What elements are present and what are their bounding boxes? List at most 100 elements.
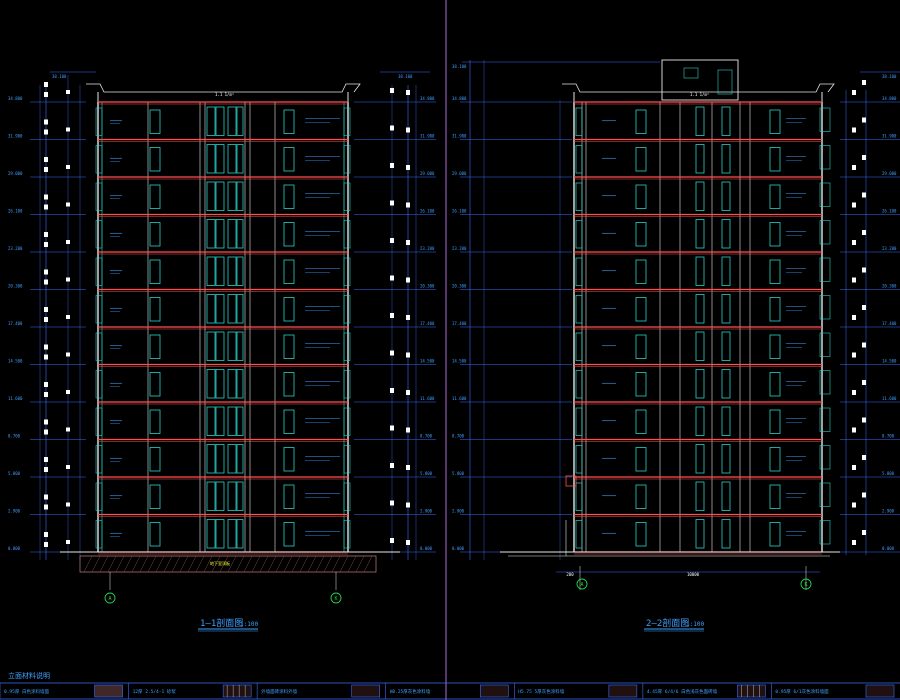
window-mark — [406, 240, 410, 245]
window-mark — [390, 163, 394, 168]
door — [236, 519, 244, 549]
door — [215, 144, 225, 174]
elevation-label: 11.600 — [420, 396, 435, 401]
elevation-label: 34.800 — [8, 96, 23, 101]
balcony-window — [819, 182, 831, 207]
legend-item-label: H5.75 5厚灰色涂料墙 — [518, 688, 564, 695]
elevation-label: 14.500 — [8, 359, 23, 364]
hatch-line — [283, 555, 293, 573]
door — [695, 406, 705, 436]
window-mark — [44, 157, 48, 162]
window — [149, 372, 161, 397]
balcony-window — [95, 257, 103, 286]
door — [721, 481, 731, 511]
balcony-window — [819, 295, 831, 320]
window — [635, 522, 647, 547]
stair-window — [575, 257, 583, 286]
elevation-label: 14.500 — [882, 359, 897, 364]
legend-swatch — [351, 684, 381, 698]
elevation-label: 5.800 — [420, 471, 433, 476]
window-mark — [852, 315, 856, 320]
balcony-window — [95, 182, 103, 211]
window — [769, 447, 781, 472]
window-mark — [66, 202, 70, 207]
hatch-line — [91, 555, 101, 573]
window-mark — [390, 200, 394, 206]
elevation-label: 17.400 — [452, 321, 467, 326]
section-2-2-title-block: 2—2剖面图 1:100 — [644, 617, 704, 632]
elevation-label: 14.500 — [420, 359, 435, 364]
roof-label: 1.1 1/m² — [690, 92, 709, 97]
elevation-label: 26.100 — [8, 209, 23, 214]
axis-label: A — [108, 596, 111, 602]
hatch-line — [203, 555, 213, 573]
hatch-line — [99, 555, 109, 573]
elevation-label: 31.900 — [882, 134, 897, 139]
elevation-label: 26.100 — [452, 209, 467, 214]
elevation-label: 11.600 — [882, 396, 897, 401]
door — [206, 144, 216, 174]
elevation-label: 29.000 — [882, 171, 897, 176]
door — [206, 256, 216, 286]
section-1-1-scale: 1:100 — [240, 621, 258, 628]
balcony-window — [343, 332, 351, 361]
window-mark — [852, 277, 856, 283]
hatch-line — [259, 555, 269, 573]
door — [695, 106, 705, 136]
balcony-window — [819, 332, 831, 357]
door — [227, 181, 237, 211]
window-mark — [44, 392, 48, 397]
balcony-window — [95, 145, 103, 174]
window-mark — [44, 307, 48, 312]
window-mark — [862, 455, 866, 460]
balcony-window — [95, 370, 103, 399]
window-mark — [406, 352, 410, 358]
stair-window — [575, 370, 583, 399]
window-mark — [44, 167, 48, 172]
window-mark — [852, 540, 856, 545]
window-mark — [852, 465, 856, 470]
window — [635, 259, 647, 284]
hatch-line — [315, 555, 325, 573]
balcony-window — [819, 107, 831, 132]
elevation-label: 20.300 — [8, 284, 23, 289]
door — [215, 519, 225, 549]
door — [236, 294, 244, 324]
window-mark — [44, 354, 48, 360]
legend-item-label: 0.95厚 6/1灰色涂料墙面 — [775, 688, 829, 695]
elevation-label: 2.900 — [8, 509, 21, 514]
window — [149, 409, 161, 434]
legend-swatch — [222, 684, 252, 698]
window — [769, 372, 781, 397]
window-mark — [44, 269, 48, 275]
ground-label: 地下室顶板 — [210, 560, 230, 566]
window-mark — [390, 88, 394, 93]
hatch-line — [115, 555, 125, 573]
stair-window — [575, 407, 583, 436]
door — [227, 144, 237, 174]
parapet — [562, 83, 835, 93]
window — [769, 522, 781, 547]
window — [635, 409, 647, 434]
window-mark — [44, 532, 48, 537]
elevation-label: 17.400 — [8, 321, 23, 326]
door — [236, 444, 244, 474]
hatch-line — [235, 555, 245, 573]
door — [695, 369, 705, 399]
hatch-line — [267, 555, 277, 573]
section-2-2-drawing: 0.0002.9005.8008.70011.60014.50017.40020… — [452, 59, 840, 590]
window — [769, 334, 781, 359]
window — [769, 259, 781, 284]
window-mark — [852, 165, 856, 170]
elevation-label: 2.900 — [882, 509, 895, 514]
section-2-2-scale: 1:100 — [686, 621, 704, 628]
door — [215, 444, 225, 474]
legend-item-label: 4.45厚 6/4/6 白色浅灰色面砖墙 — [647, 688, 718, 695]
door — [206, 519, 216, 549]
hatch-line — [171, 555, 181, 573]
window-mark — [66, 390, 70, 394]
window-mark — [852, 90, 856, 95]
hatch-line — [291, 555, 301, 573]
door — [206, 331, 216, 361]
elevation-label: 23.200 — [452, 246, 467, 251]
